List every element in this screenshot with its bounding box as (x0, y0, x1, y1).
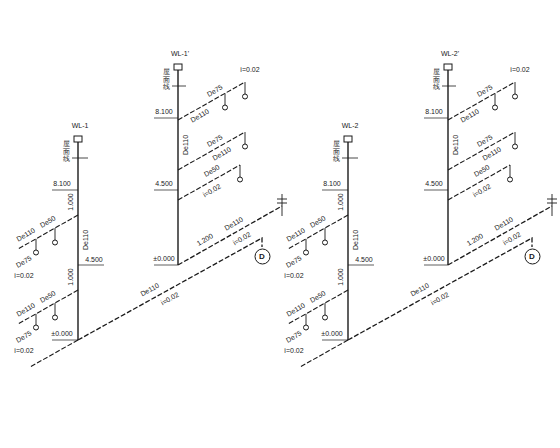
pipe-label: ±0.000 (320, 330, 343, 338)
pipe-label: De110 (458, 107, 481, 125)
pipe-label: De75 (205, 133, 225, 149)
pipe-label: De75 (205, 83, 225, 99)
pipe-label: De75 (475, 133, 495, 149)
pipe-label: i=0.02 (429, 290, 451, 307)
pipe-label: 屋面线 (332, 140, 341, 163)
pipe-label: i=0.02 (283, 272, 304, 280)
pipe-label: WL-1 (71, 122, 90, 130)
pipe-label: i=0.02 (13, 347, 34, 355)
outlet-letter: D (524, 248, 541, 265)
pipe-label: De50 (472, 163, 492, 179)
pipe-label: ±0.000 (50, 330, 73, 338)
pipe-label: 4.500 (154, 180, 174, 188)
pipe-label: 1.000 (67, 267, 75, 287)
pipe-label: 8.100 (52, 180, 72, 188)
pipe-label: De110 (14, 226, 37, 244)
drainage-system (288, 64, 557, 367)
pipe-label: De75 (475, 83, 495, 99)
pipe-label: De75 (14, 254, 34, 270)
pipe-label: 4.500 (84, 256, 104, 264)
pipe-label: De50 (308, 289, 328, 305)
pipe-label: De110 (352, 229, 360, 251)
pipe-label: ±0.000 (152, 255, 175, 263)
pipe-label: 4.500 (354, 256, 374, 264)
pipe-label: De110 (492, 215, 515, 233)
pipe-label: 8.100 (424, 108, 444, 116)
pipe-label: i=0.02 (239, 66, 260, 74)
pipe-label: 1.000 (67, 192, 75, 212)
pipe-label: WL-2 (341, 122, 360, 130)
pipe-label: De110 (188, 107, 211, 125)
pipe-label: 8.100 (154, 108, 174, 116)
pipe-label: 屋面线 (432, 68, 441, 91)
pipe-label: WL-2' (440, 50, 460, 58)
outlet-circle: D (524, 248, 541, 265)
pipe-label: De110 (222, 215, 245, 233)
pipe-label: 1.000 (337, 267, 345, 287)
pipe-label: 屋面线 (162, 68, 171, 91)
pipe-label: De75 (14, 329, 34, 345)
pipe-label: De50 (308, 214, 328, 230)
pipe-label: De110 (82, 229, 90, 251)
outlet-letter: D (254, 248, 271, 265)
pipe-label: 1.000 (337, 192, 345, 212)
pipe-label: De50 (38, 289, 58, 305)
pipe-label: De110 (14, 301, 37, 319)
circle-outline (525, 249, 540, 264)
outlet-circle: D (254, 248, 271, 265)
pipe-label: De110 (284, 301, 307, 319)
pipe-label: 8.100 (322, 180, 342, 188)
pipe-label: 4.500 (424, 180, 444, 188)
pipe-label: i=0.02 (159, 290, 181, 307)
pipe-label: i=0.02 (509, 66, 530, 74)
pipe-label: De75 (284, 329, 304, 345)
pipe-label: WL-1' (170, 50, 190, 58)
pipe-label: De75 (284, 254, 304, 270)
pipe-label: i=0.02 (13, 272, 34, 280)
drainage-system (18, 64, 287, 367)
pipe-label: De110 (452, 134, 460, 156)
pipe-label: i=0.02 (283, 347, 304, 355)
pipe-label: De50 (38, 214, 58, 230)
pipe-label: De110 (480, 145, 503, 163)
circle-outline (255, 249, 270, 264)
pipe-label: De110 (182, 134, 190, 156)
pipe-label: De50 (202, 163, 222, 179)
pipe-label: 屋面线 (62, 140, 71, 163)
pipe-label: De110 (284, 226, 307, 244)
pipe-label: ±0.000 (422, 255, 445, 263)
pipe-label: De110 (210, 145, 233, 163)
